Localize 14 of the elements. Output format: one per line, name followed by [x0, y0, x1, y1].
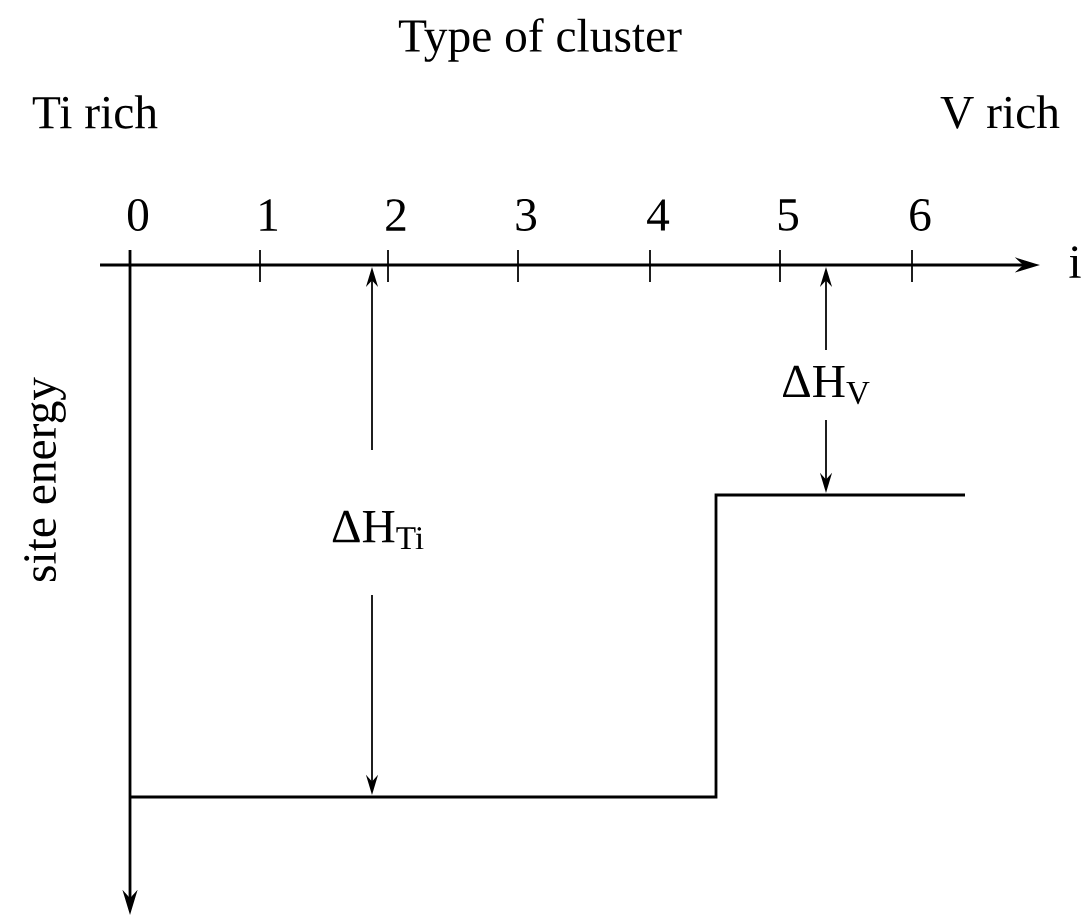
tick-label: 5 — [778, 199, 798, 231]
title: Type of cluster — [398, 18, 682, 62]
rich-end-label: V rich — [940, 95, 1060, 129]
dimension-label: ΔH$_{Ti}$ — [332, 510, 424, 550]
tick-label: 6 — [910, 199, 931, 231]
axis-label: i — [1069, 246, 1081, 278]
tick-label: 0 — [127, 199, 149, 231]
rich-end-label: Ti rich — [32, 95, 158, 129]
tick-label: 4 — [647, 199, 670, 231]
tick-label: 1 — [260, 199, 278, 231]
dimension-label: ΔH$_{V}$ — [783, 365, 870, 405]
axis-label: site energy — [24, 377, 66, 581]
tick-label: 3 — [516, 199, 537, 231]
tick-label: 2 — [386, 199, 406, 231]
